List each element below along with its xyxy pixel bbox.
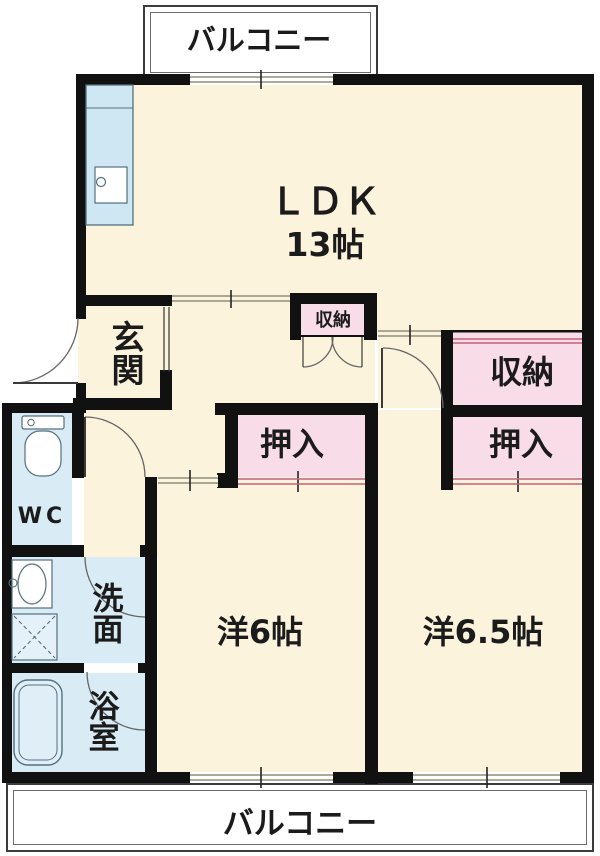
room-oshiire-left (238, 415, 365, 477)
sliding-door-lines (238, 338, 582, 485)
balcony-bottom-inner-line (13, 790, 587, 845)
room-oshiire-right (453, 417, 582, 477)
room-ldk-lower (375, 285, 582, 332)
ldk-label: ＬＤＫ (269, 180, 381, 223)
hall-closet-label: 収納 (315, 310, 351, 331)
genkan-label: 玄関 (106, 320, 145, 386)
kitchen-faucet (95, 176, 107, 188)
genkan-step-line (163, 307, 170, 372)
bath-door-arc (86, 671, 146, 731)
bath-label: 浴室 (82, 690, 119, 752)
room-bedroom-left (158, 477, 365, 772)
hall-closet-door-arc-right (331, 336, 363, 368)
balcony-bottom (6, 783, 594, 852)
bedroom-right-door-arc (382, 347, 444, 409)
bedroom-left-label: 洋6帖 (216, 613, 304, 651)
ldk-size-label: 13帖 (285, 225, 365, 264)
room-hall-closet (301, 304, 364, 336)
room-hall-to-bedroom (158, 410, 225, 487)
room-closet-right (453, 332, 582, 405)
bathtub (13, 679, 63, 766)
toilet (21, 415, 65, 477)
wc-door-arc (84, 416, 146, 478)
room-ldk (86, 85, 582, 297)
door-leaves (13, 337, 383, 477)
hall-closet-door-arc-left (302, 336, 334, 368)
oshiire-left-label: 押入 (259, 425, 324, 463)
wc-label: WC (17, 503, 67, 529)
walls (2, 74, 594, 784)
kitchen-counter (85, 84, 134, 226)
closet-right-label: 収納 (489, 353, 554, 391)
entrance-door-arc (12, 317, 79, 384)
washroom-label: 洗面 (86, 582, 123, 644)
kitchen-sink (94, 166, 128, 204)
wash-basin (17, 563, 47, 605)
window-ticks (189, 70, 519, 788)
balcony-bottom-label: バルコニー (222, 805, 378, 842)
door-arcs (12, 317, 444, 731)
basin-faucet (8, 578, 18, 588)
washroom-fixtures (8, 559, 58, 661)
washroom-door-arc (84, 556, 146, 618)
bedroom-right-label: 洋6.5帖 (422, 613, 544, 651)
oshiire-right-label: 押入 (488, 425, 553, 463)
balcony-top-label: バルコニー (186, 23, 332, 57)
